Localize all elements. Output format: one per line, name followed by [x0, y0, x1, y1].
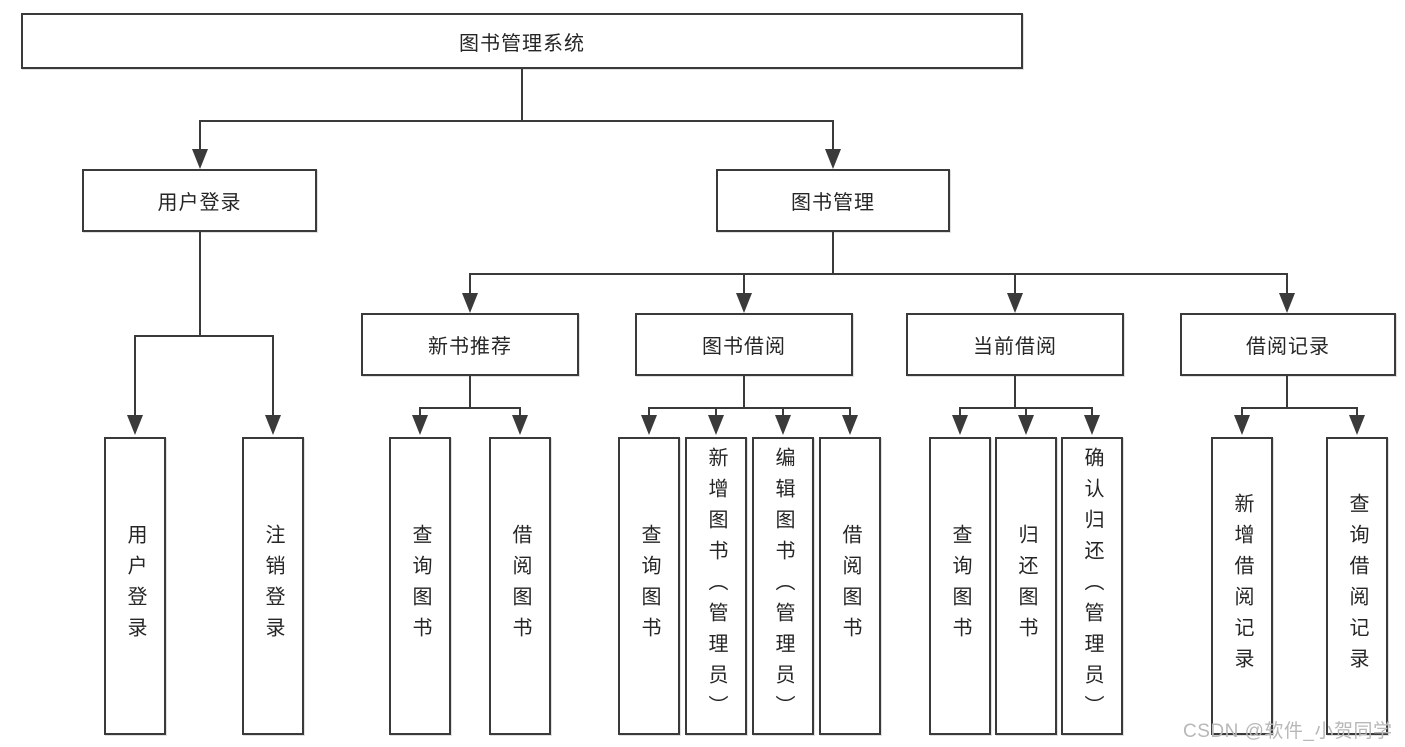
connector-line — [469, 376, 471, 407]
connector-line — [1356, 407, 1358, 417]
leaf-borrow-query-books: 查询图书 — [618, 437, 680, 735]
connector-line — [469, 273, 1288, 275]
leaf-logout: 注销登录 — [242, 437, 304, 735]
connector-line — [1025, 407, 1027, 417]
arrowhead — [952, 415, 968, 435]
node-root-library-system: 图书管理系统 — [21, 13, 1023, 69]
arrowhead — [1018, 415, 1034, 435]
leaf-user-login: 用户登录 — [104, 437, 166, 735]
leaf-recommend-query-books: 查询图书 — [389, 437, 451, 735]
node-user-login: 用户登录 — [82, 169, 317, 232]
connector-line — [832, 232, 834, 273]
leaf-label: 借阅图书 — [839, 524, 861, 648]
arrowhead — [641, 415, 657, 435]
node-borrowing-records: 借阅记录 — [1180, 313, 1396, 376]
connector-line — [134, 335, 136, 417]
connector-line — [419, 407, 421, 417]
connector-line — [272, 335, 274, 417]
connector-line — [469, 273, 471, 297]
connector-line — [743, 273, 745, 297]
leaf-borrow-books: 借阅图书 — [819, 437, 881, 735]
connector-line — [199, 120, 201, 152]
arrowhead — [1084, 415, 1100, 435]
leaf-label: 注销登录 — [262, 524, 284, 648]
connector-line — [648, 407, 650, 417]
leaf-label: 新增图书（管理员） — [705, 446, 727, 726]
leaf-add-books-admin: 新增图书（管理员） — [685, 437, 747, 735]
leaf-label: 借阅图书 — [509, 524, 531, 648]
arrowhead — [412, 415, 428, 435]
arrowhead — [1349, 415, 1365, 435]
node-current-borrowing: 当前借阅 — [906, 313, 1124, 376]
leaf-label: 用户登录 — [124, 524, 146, 648]
leaf-add-borrow-record: 新增借阅记录 — [1211, 437, 1273, 735]
node-label: 当前借阅 — [973, 336, 1057, 358]
connector-line — [199, 232, 201, 335]
node-label: 图书管理 — [791, 192, 875, 214]
leaf-label: 确认归还（管理员） — [1081, 446, 1103, 726]
node-book-borrowing: 图书借阅 — [635, 313, 853, 376]
connector-line — [134, 335, 274, 337]
node-label: 借阅记录 — [1246, 336, 1330, 358]
connector-line — [849, 407, 851, 417]
connector-line — [419, 407, 521, 409]
leaf-current-query-books: 查询图书 — [929, 437, 991, 735]
leaf-confirm-return-admin: 确认归还（管理员） — [1061, 437, 1123, 735]
leaf-recommend-borrow-books: 借阅图书 — [489, 437, 551, 735]
arrowhead — [842, 415, 858, 435]
connector-line — [1241, 407, 1243, 417]
leaf-label: 查询图书 — [949, 524, 971, 648]
leaf-label: 归还图书 — [1015, 524, 1037, 648]
arrowhead — [192, 149, 208, 169]
connector-line — [648, 407, 851, 409]
arrowhead — [708, 415, 724, 435]
arrowhead — [512, 415, 528, 435]
arrowhead — [736, 293, 752, 313]
connector-line — [1014, 376, 1016, 407]
arrowhead — [127, 415, 143, 435]
leaf-label: 查询图书 — [409, 524, 431, 648]
connector-line — [1241, 407, 1358, 409]
connector-line — [743, 376, 745, 407]
leaf-return-books: 归还图书 — [995, 437, 1057, 735]
node-label: 新书推荐 — [428, 336, 512, 358]
leaf-edit-books-admin: 编辑图书（管理员） — [752, 437, 814, 735]
arrowhead — [1007, 293, 1023, 313]
node-label: 图书管理系统 — [459, 32, 585, 55]
connector-line — [1286, 273, 1288, 297]
node-book-management: 图书管理 — [716, 169, 950, 232]
arrowhead — [265, 415, 281, 435]
arrowhead — [1279, 293, 1295, 313]
leaf-label: 查询图书 — [638, 524, 660, 648]
csdn-watermark: CSDN @软件_小贺同学 — [1183, 721, 1393, 742]
leaf-label: 编辑图书（管理员） — [772, 446, 794, 726]
connector-line — [782, 407, 784, 417]
node-label: 图书借阅 — [702, 336, 786, 358]
connector-line — [959, 407, 961, 417]
connector-line — [832, 120, 834, 152]
connector-line — [199, 120, 834, 122]
connector-line — [715, 407, 717, 417]
connector-line — [1091, 407, 1093, 417]
node-new-book-recommend: 新书推荐 — [361, 313, 579, 376]
leaf-label: 新增借阅记录 — [1231, 493, 1253, 679]
arrowhead — [825, 149, 841, 169]
connector-line — [1286, 376, 1288, 407]
leaf-query-borrow-record: 查询借阅记录 — [1326, 437, 1388, 735]
leaf-label: 查询借阅记录 — [1346, 493, 1368, 679]
connector-line — [521, 69, 523, 122]
node-label: 用户登录 — [157, 192, 242, 214]
arrowhead — [462, 293, 478, 313]
arrowhead — [775, 415, 791, 435]
connector-line — [1014, 273, 1016, 297]
connector-line — [519, 407, 521, 417]
arrowhead — [1234, 415, 1250, 435]
